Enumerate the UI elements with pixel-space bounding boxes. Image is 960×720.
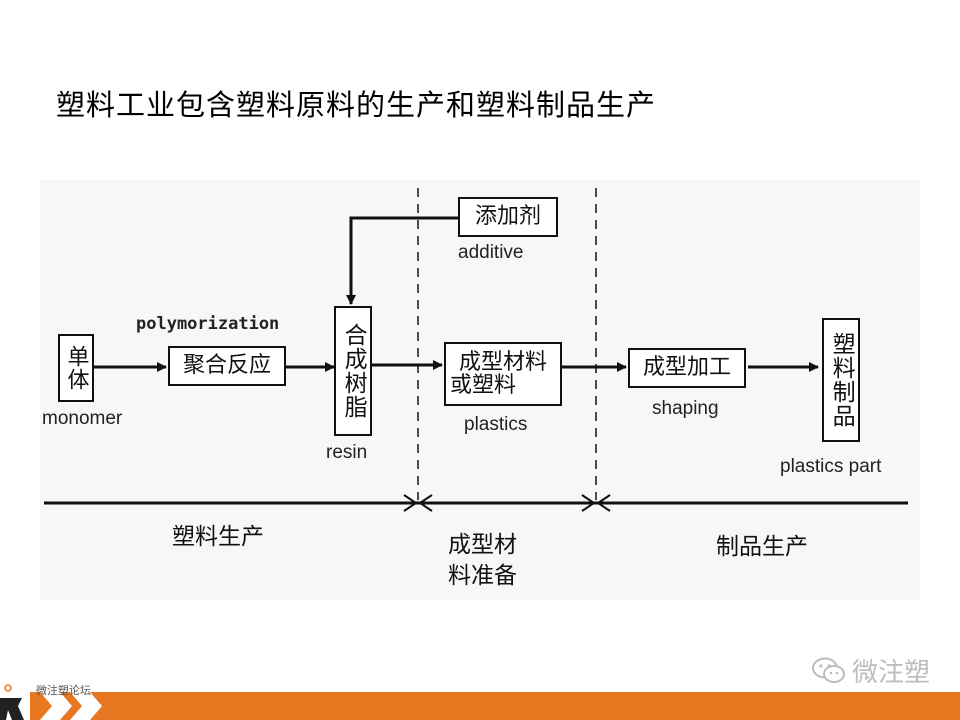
footer-bar <box>0 692 960 720</box>
stage-material-preparation-line1: 成型材 <box>448 532 517 558</box>
shaping-label: shaping <box>652 398 719 419</box>
slide-title: 塑料工业包含塑料原料的生产和塑料制品生产 <box>56 88 657 122</box>
additive-box: 添加剂 <box>458 197 558 237</box>
polymerization-box: 聚合反应 <box>168 346 286 386</box>
stage-material-preparation-line2: 料准备 <box>448 563 517 590</box>
watermark-text: 微注塑 <box>851 658 930 688</box>
plastics-box-line1: 成型材料 <box>458 349 547 375</box>
timeline-marker-1 <box>403 494 433 512</box>
plastics-box-line2: 或塑料 <box>450 373 517 398</box>
footer-logo-icon <box>0 684 102 720</box>
additive-label: additive <box>458 242 524 263</box>
plastics-part-box: 塑料制品 <box>822 318 860 442</box>
resin-label: resin <box>326 442 368 463</box>
watermark: 微注塑 <box>811 652 930 689</box>
plastics-part-label: plastics part <box>780 456 882 477</box>
polymorization-label: polymorization <box>136 314 280 334</box>
timeline-marker-2 <box>581 494 611 512</box>
wechat-icon <box>811 657 845 683</box>
footer-site-text: 微注塑论坛 <box>36 684 91 697</box>
monomer-label: monomer <box>42 408 123 429</box>
stage-plastics-production: 塑料生产 <box>172 524 264 550</box>
monomer-box: 单体 <box>58 334 94 402</box>
stage-product-production: 制品生产 <box>716 534 808 560</box>
plastics-label: plastics <box>464 414 528 435</box>
resin-box: 合成树脂 <box>334 306 372 436</box>
plastics-box: 成型材料 或塑料 <box>444 342 562 406</box>
shaping-box: 成型加工 <box>628 348 746 388</box>
stage-material-preparation: 成型材 料准备 <box>448 530 517 592</box>
arrow-additive-resin <box>346 216 458 305</box>
